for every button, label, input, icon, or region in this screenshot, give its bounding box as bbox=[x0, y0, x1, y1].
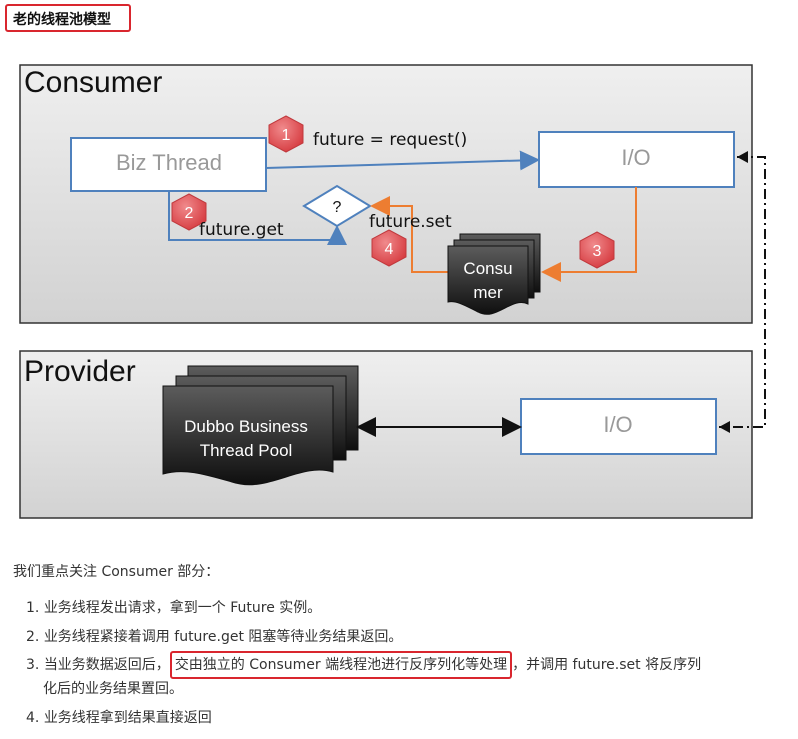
step-badge-1: 1 bbox=[268, 115, 304, 153]
future-set-label: future.set bbox=[369, 212, 452, 232]
intro-text: 我们重点关注 Consumer 部分： bbox=[13, 564, 220, 580]
future-get-label: future.get bbox=[199, 220, 284, 240]
svg-text:1: 1 bbox=[282, 127, 291, 144]
step-badge-2: 2 bbox=[171, 193, 207, 231]
dubbo-pool-label-1: Dubbo Business bbox=[184, 417, 308, 436]
provider-io-label: I/O bbox=[603, 412, 632, 437]
svg-text:3: 3 bbox=[593, 243, 602, 260]
highlighted-phrase: 交由独立的 Consumer 端线程池进行反序列化等处理 bbox=[169, 651, 513, 679]
provider-io-box bbox=[520, 398, 717, 455]
dubbo-pool-label-2: Thread Pool bbox=[200, 441, 293, 460]
svg-text:2: 2 bbox=[185, 205, 194, 222]
thread-model-diagram: Consumer Provider Biz Thread I/O I/O ? C… bbox=[19, 64, 766, 519]
list-item: 1. 业务线程发出请求，拿到一个 Future 实例。 bbox=[26, 600, 322, 616]
svg-text:4: 4 bbox=[385, 241, 394, 258]
consumer-label: Consumer bbox=[24, 66, 162, 99]
network-connection bbox=[719, 156, 766, 428]
consumer-thread-pool: Consu mer bbox=[447, 233, 541, 315]
biz-thread-box bbox=[70, 137, 267, 192]
future-set-arrow bbox=[370, 196, 448, 273]
list-item: 3. 当业务数据返回后，交由独立的 Consumer 端线程池进行反序列化等处理… bbox=[26, 651, 701, 679]
step-badge-4: 4 bbox=[371, 229, 407, 267]
provider-label: Provider bbox=[24, 355, 136, 388]
list-item-continuation: 化后的业务结果置回。 bbox=[43, 681, 183, 697]
biz-thread-label: Biz Thread bbox=[116, 150, 222, 175]
question-mark: ? bbox=[333, 199, 342, 216]
list-item: 4. 业务线程拿到结果直接返回 bbox=[26, 710, 212, 726]
page-heading: 老的线程池模型 bbox=[13, 12, 111, 28]
dubbo-business-thread-pool: Dubbo Business Thread Pool bbox=[162, 365, 359, 486]
consumer-io-box bbox=[538, 131, 735, 188]
consumer-panel bbox=[19, 64, 753, 324]
step-badge-3: 3 bbox=[579, 231, 615, 269]
consumer-pool-label-1: Consu bbox=[463, 259, 512, 278]
consumer-pool-label-2: mer bbox=[473, 283, 503, 302]
io-to-pool-arrow bbox=[541, 187, 637, 282]
heading-highlight-box bbox=[5, 4, 131, 32]
request-label: future = request() bbox=[313, 130, 467, 150]
consumer-io-label: I/O bbox=[621, 145, 650, 170]
list-item: 2. 业务线程紧接着调用 future.get 阻塞等待业务结果返回。 bbox=[26, 629, 403, 645]
request-arrow bbox=[265, 150, 540, 171]
future-get-arrow bbox=[168, 191, 347, 245]
